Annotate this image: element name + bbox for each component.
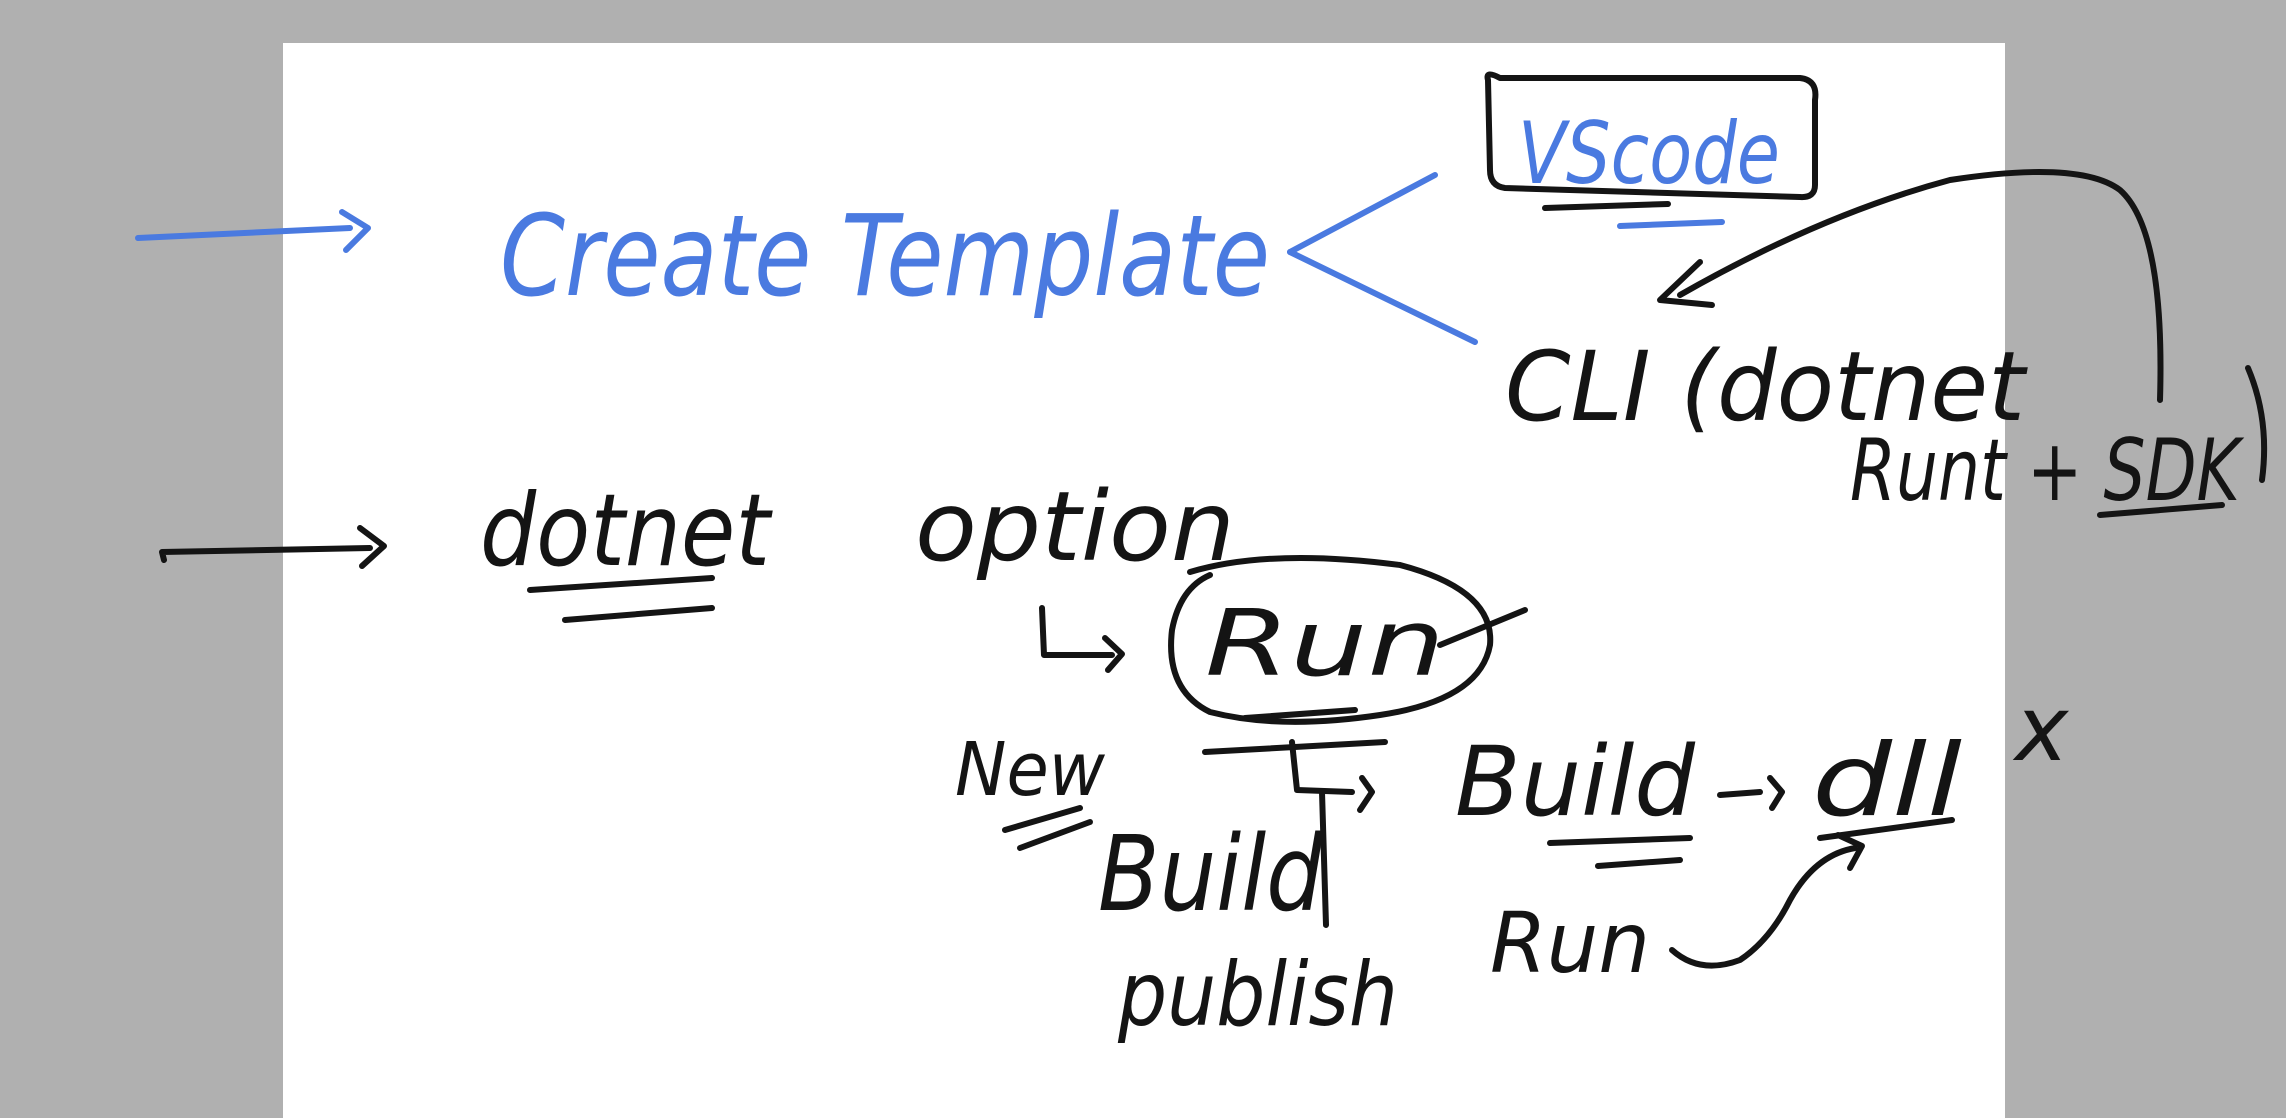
run-bottom-text: Run [1490,894,1650,992]
closing-paren [2245,365,2268,483]
new-underline-1 [1002,805,1083,833]
publish-text: publish [1117,943,1398,1046]
build-underline-2 [1595,857,1683,869]
dotnet-underline-1 [527,575,715,593]
cross-mark: x [2012,677,2070,782]
blue-arrow-icon [135,209,371,253]
cli-text: CLI (dotnet [1505,331,2028,443]
run-text: Run [1205,590,1445,697]
vscode-text: VScode [1518,104,1780,204]
build-right-text: Build [1455,726,1696,838]
right-arrow-icon [1717,775,1785,811]
tree-stem [1202,739,1388,928]
runtime-sdk-text: Runt + SDK [1850,421,2245,521]
run-ellipse [1168,554,1528,725]
l-arrow-icon [1039,605,1125,673]
curved-arrow-icon [1657,169,2164,403]
branch-icon [1287,172,1478,345]
swoosh-arrow-icon [1669,832,1865,969]
run-underline [1242,707,1358,721]
new-text: New [955,727,1105,813]
create-template-text: Create Template [500,192,1270,322]
vscode-box [1484,71,1819,201]
vscode-underline-dark [1542,201,1671,211]
build-underline-1 [1547,835,1693,846]
build-left-text: Build [1098,813,1324,935]
dotnet-underline-2 [562,605,715,623]
dotnet-text: dotnet [480,472,773,589]
black-arrow-icon [159,525,387,569]
option-text: option [915,471,1235,583]
new-underline-2 [1017,819,1093,851]
vscode-underline [1617,219,1725,229]
sdk-underline [2097,502,2225,518]
